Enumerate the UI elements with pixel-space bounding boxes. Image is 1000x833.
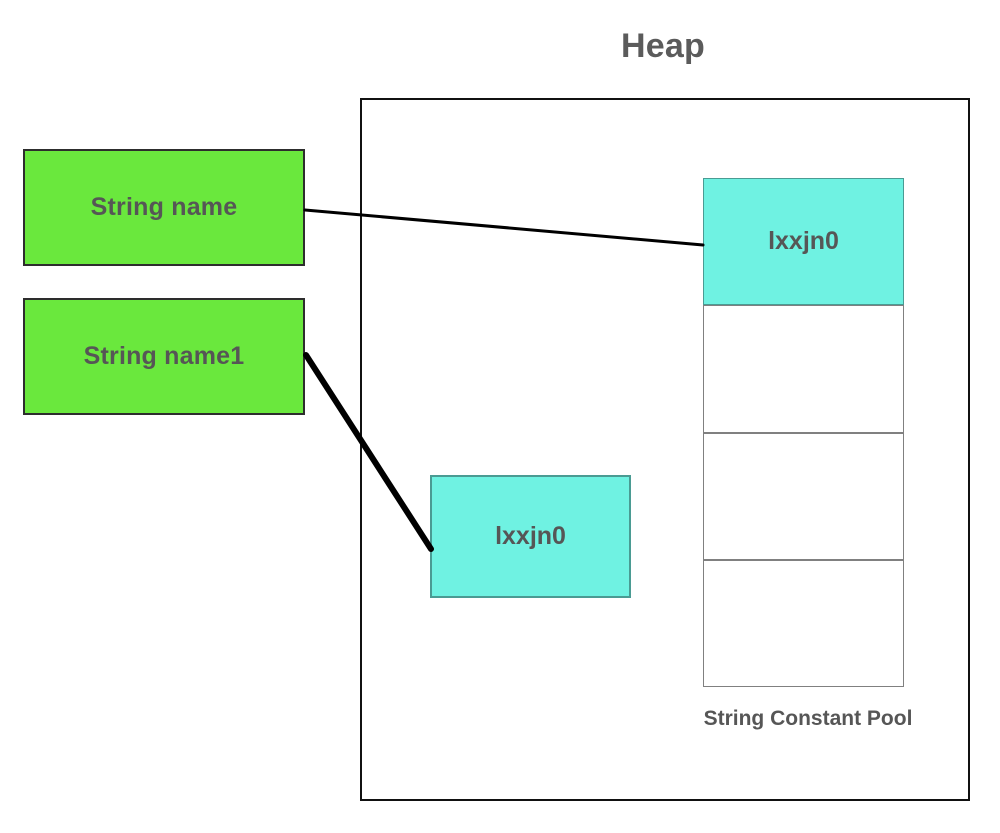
variable-box-name-label: String name xyxy=(90,193,238,221)
variable-box-name[interactable]: String name xyxy=(23,149,305,266)
pool-cell-1[interactable] xyxy=(703,305,904,433)
pool-cell-0-label: lxxjn0 xyxy=(768,227,839,255)
string-constant-pool-caption: String Constant Pool xyxy=(703,707,913,730)
page-title: Heap xyxy=(621,27,705,65)
pool-cell-2[interactable] xyxy=(703,433,904,560)
variable-box-name1-label: String name1 xyxy=(83,342,245,370)
pool-cell-3[interactable] xyxy=(703,560,904,687)
string-constant-pool: lxxjn0 xyxy=(703,178,904,687)
variable-box-name1[interactable]: String name1 xyxy=(23,298,305,415)
heap-string-object-label: lxxjn0 xyxy=(495,522,566,550)
heap-string-object[interactable]: lxxjn0 xyxy=(430,475,631,598)
pool-cell-0[interactable]: lxxjn0 xyxy=(703,178,904,305)
